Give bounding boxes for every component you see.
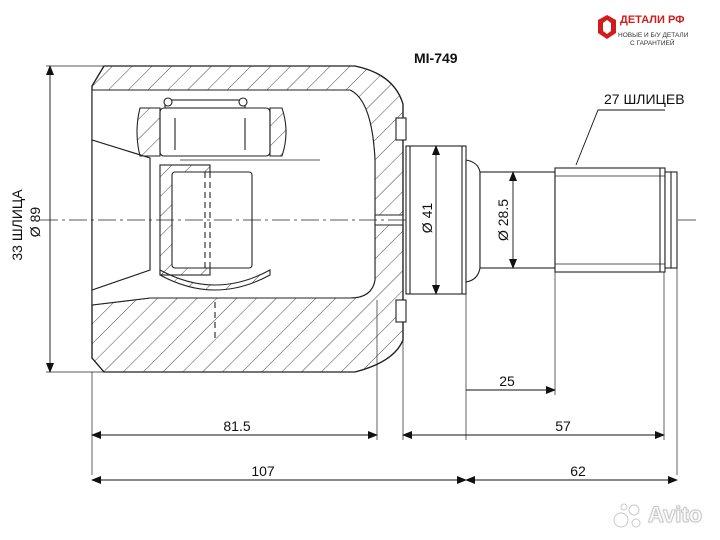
- leader-27-splines: [575, 109, 665, 166]
- part-number: MI-749: [414, 50, 458, 66]
- brand-logo-block: ДЕТАЛИ РФ НОВЫЕ И Б/У ДЕТАЛИ С ГАРАНТИЕЙ: [590, 8, 710, 58]
- label-total-length: 107: [251, 463, 275, 479]
- label-neck-diameter: Ø 41: [419, 203, 435, 234]
- label-shaft-length: 57: [555, 418, 571, 434]
- label-shaft-spline-length: 25: [499, 373, 515, 389]
- label-stub-length: 62: [570, 463, 586, 479]
- brand-tagline-2: С ГАРАНТИЕЙ: [630, 40, 675, 47]
- shaft: [479, 167, 678, 273]
- extension-lines: [46, 65, 678, 475]
- brand-logo-icon: [598, 15, 616, 39]
- label-outer-splines: 33 ШЛИЦА: [9, 189, 25, 261]
- label-body-length: 81.5: [223, 418, 250, 434]
- avito-watermark-text: Avito: [647, 502, 703, 528]
- brand-name: ДЕТАЛИ РФ: [620, 14, 685, 26]
- label-body-diameter: Ø 89: [27, 207, 43, 238]
- neck: [405, 145, 481, 295]
- brand-tagline-1: НОВЫЕ И Б/У ДЕТАЛИ: [618, 32, 689, 39]
- seal-grooves: [395, 117, 407, 323]
- label-inner-splines: 27 ШЛИЦЕВ: [604, 91, 685, 107]
- dimension-lines: [46, 65, 678, 484]
- avito-watermark: Avito: [612, 500, 712, 530]
- label-shaft-diameter: Ø 28.5: [495, 199, 511, 241]
- avito-dots-icon: [613, 503, 641, 528]
